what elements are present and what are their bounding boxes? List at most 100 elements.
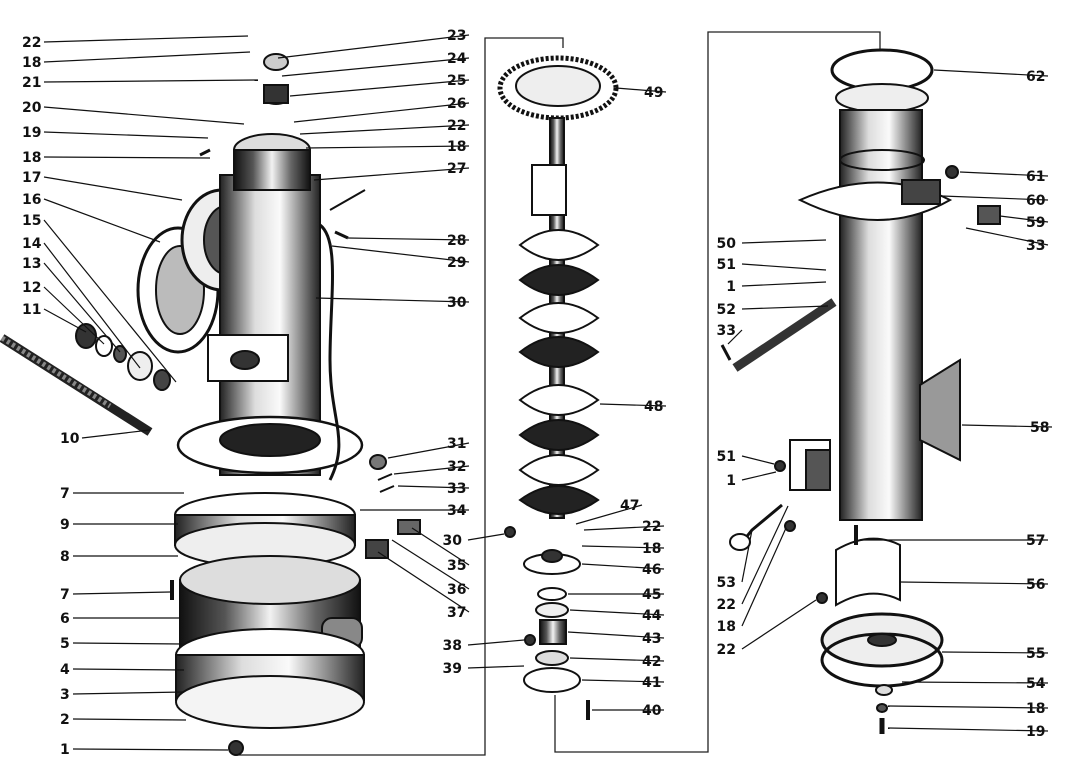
callout-label-25: 25 [447,73,466,89]
leader-line-3 [72,691,185,695]
part-59 [977,205,1001,225]
callout-label-33: 33 [717,323,736,339]
callout-label-26: 26 [447,96,466,112]
callout-label-3: 3 [60,687,70,703]
part-44-washer [535,602,569,618]
callout-label-18: 18 [1026,701,1045,717]
callout-label-6: 6 [60,611,70,627]
callout-label-22: 22 [717,642,736,658]
leader-line-11 [43,308,87,333]
part-37 [365,539,389,559]
callout-label-38: 38 [443,638,462,654]
callout-label-57: 57 [1026,533,1045,549]
callout-label-47: 47 [620,498,639,514]
leader-line-18 [43,51,251,63]
leader-line-54 [901,681,1049,684]
leader-line-13 [43,262,121,353]
part-43-bearing [539,619,567,645]
leader-line-18 [741,527,787,627]
callout-label-62: 62 [1026,69,1045,85]
callout-label-54: 54 [1026,676,1046,692]
leader-line-59 [999,215,1049,223]
callout-label-19: 19 [22,125,41,141]
callout-label-61: 61 [1026,169,1045,185]
leader-line-17 [43,176,183,201]
leader-line-19 [43,131,209,139]
part-30-bolt [504,526,516,538]
leader-line-30 [467,533,505,541]
leader-line-18 [581,545,665,549]
callout-label-16: 16 [22,192,41,208]
leader-line-44 [569,609,665,616]
callout-label-31: 31 [447,436,466,452]
callout-label-55: 55 [1026,646,1045,662]
part-38 [524,634,536,646]
callout-label-23: 23 [447,28,466,44]
leader-line-52 [741,305,829,310]
callout-label-8: 8 [60,549,70,565]
leader-line-62 [933,69,1049,77]
part-45-seal [537,587,567,601]
leader-line-37 [377,551,470,613]
callout-label-18: 18 [22,150,41,166]
part-14 [127,351,153,381]
leader-line-1 [741,471,777,481]
part-28-screw [334,230,349,240]
leader-line-25 [289,79,470,97]
part-19-screw [199,148,211,157]
leader-line-33 [965,227,1049,246]
part-52-rod [732,298,837,372]
callout-label-52: 52 [717,302,736,318]
part-42 [535,650,569,666]
callout-label-13: 13 [22,256,41,272]
callout-label-18: 18 [447,139,466,155]
main-tube [839,109,923,521]
callout-label-5: 5 [60,636,70,652]
connector-line-auger-to-tube [554,31,881,753]
leader-line-55 [941,651,1049,654]
callout-labels: 2218212019181716151413121110798765432123… [22,28,1049,758]
callout-label-45: 45 [642,587,661,603]
leader-line-36 [391,539,470,590]
part-29-cable [318,223,341,481]
callout-label-46: 46 [642,562,661,578]
leader-line-2 [72,718,187,721]
callout-label-33: 33 [1026,238,1045,254]
callout-label-22: 22 [717,597,736,613]
leader-line-35 [411,527,470,566]
part-22-nut [816,592,828,604]
leader-line-51 [741,455,775,465]
callout-label-35: 35 [447,558,466,574]
leader-line-7 [72,591,171,595]
leader-line-1 [72,748,229,751]
part-15 [153,369,171,391]
callout-label-30: 30 [443,533,463,549]
callout-label-48: 48 [644,399,663,415]
callout-label-1: 1 [60,742,70,758]
leader-line-10 [81,429,151,439]
leader-line-16 [43,198,161,243]
leader-line-46 [581,563,665,570]
callout-label-24: 24 [447,51,467,67]
callout-label-18: 18 [22,55,41,71]
callout-label-40: 40 [642,703,662,719]
leader-line-22 [43,35,249,43]
leader-line-23 [277,34,470,59]
part-60-bracket [901,179,941,205]
callout-label-56: 56 [1026,577,1045,593]
part-6-rim [179,555,361,605]
callout-label-59: 59 [1026,215,1045,231]
leader-line-42 [569,657,665,662]
callout-label-27: 27 [447,161,466,177]
part-2-plate [175,675,365,729]
part-32 [377,473,393,481]
leader-line-22 [299,124,470,135]
leader-line-49 [615,87,667,93]
callout-label-51: 51 [717,257,736,273]
leader-line-21 [43,79,259,83]
leader-line-43 [567,631,665,639]
part-54 [875,684,893,696]
part-13 [113,345,127,363]
callout-label-11: 11 [22,302,41,318]
leader-line-33 [397,485,470,489]
